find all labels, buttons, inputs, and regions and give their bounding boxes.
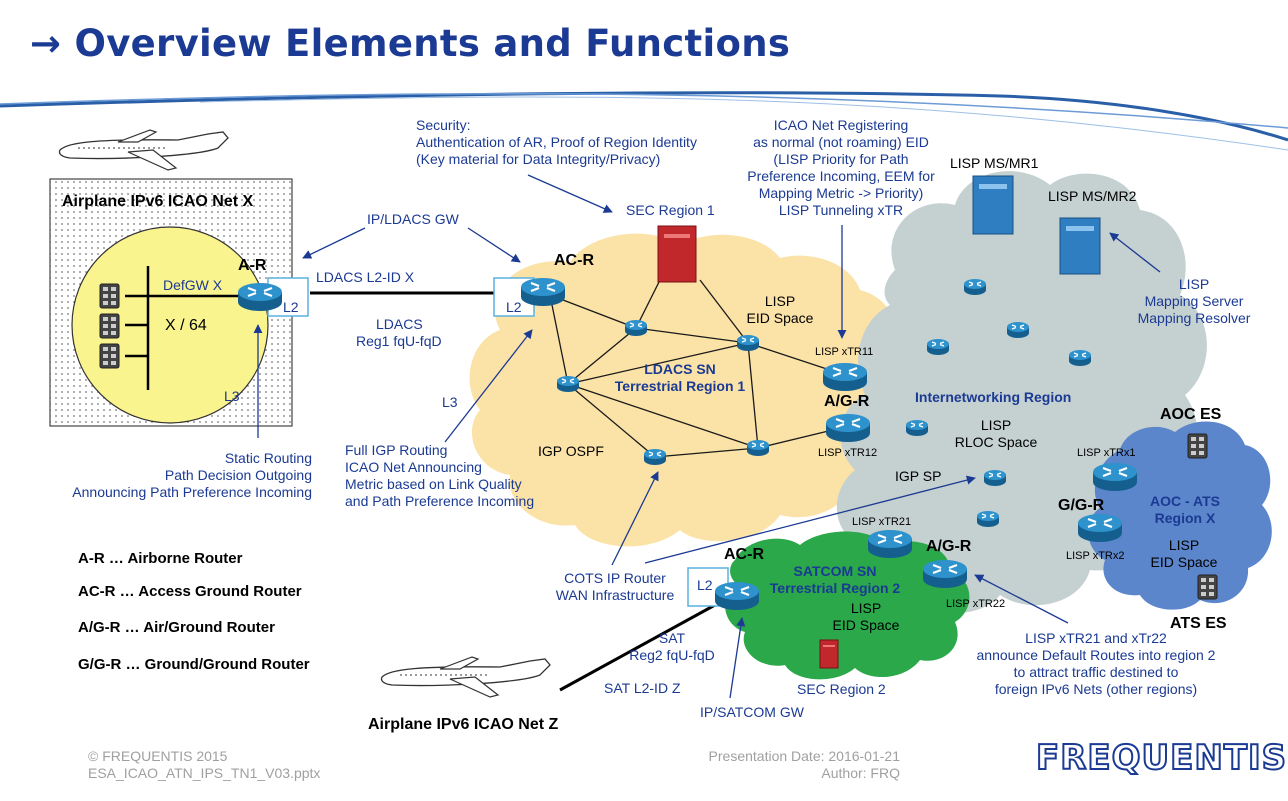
aoc-es-label: AOC ES [1160,406,1222,423]
ip-ldacs-gw-label: IP/LDACS GW [367,211,459,227]
router-xtr11-icon [821,361,869,393]
icao-registering-annotation: ICAO Net Registering as normal (not roam… [747,117,935,218]
static-routing-annotation: Static Routing Path Decision Outgoing An… [72,450,312,500]
lisp-msmr2-label: LISP MS/MR2 [1048,188,1137,204]
lan-lines [125,266,240,390]
small-router-icon [976,510,1000,528]
small-router-icon [624,319,648,337]
router-xtr12-icon [824,412,872,444]
router-xtrx2-icon [1076,512,1124,544]
ldacs-label: LDACS [376,316,423,332]
satcom-region-cloud [725,531,970,680]
xtrx1-label: LISP xTRx1 [1077,447,1136,459]
acr-top-label: AC-R [554,252,594,269]
l2-acr-label: L2 [506,299,522,315]
small-router-icon [1006,321,1030,339]
acr-bottom-label: AC-R [724,546,764,563]
airplane-lan-circle [71,226,269,424]
rloc-label: LISP RLOC Space [954,417,1038,450]
annotation-arrows [253,174,1161,699]
page-title: → Overview Elements and Functions [30,22,791,65]
small-router-icon [736,334,760,352]
ldacs-sn-label: LDACS SN Terrestrial Region 1 [614,361,746,394]
agr-top-label: A/G-R [824,393,870,410]
lisp-msmr1-server-icon [972,175,1014,235]
aoc-host-icon [1187,433,1208,459]
host-icon [99,343,120,369]
security-annotation: Security: Authentication of AR, Proof of… [416,117,697,167]
ats-es-label: ATS ES [1170,615,1227,632]
ldacs-l2id-label: LDACS L2-ID X [316,269,415,285]
small-router-icon [926,338,950,356]
router-acr-sat-icon [713,580,761,612]
lisp-xtr21-22-annotation: LISP xTR21 and xTr22 announce Default Ro… [976,630,1216,697]
ar-label: A-R [238,257,267,274]
agr-bottom-label: A/G-R [926,538,972,555]
lisp-msmr1-label: LISP MS/MR1 [950,155,1039,171]
x64-label: X / 64 [165,317,207,334]
sec-region2-label: SEC Region 2 [797,681,886,697]
lisp-eidx-label: LISP EID Space [1150,537,1218,570]
full-igp-annotation: Full IGP Routing ICAO Net Announcing Met… [345,442,535,509]
aoc-ats-region-label: AOC - ATS Region X [1150,493,1220,526]
host-icon [99,313,120,339]
lisp-msmr2-server-icon [1059,217,1101,275]
small-router-icon [905,419,929,437]
ggr-label: G/G-R [1058,497,1105,514]
small-router-icon [556,375,580,393]
l3-left-label: L3 [224,388,240,404]
cots-label: COTS IP Router WAN Infrastructure [555,570,675,603]
ats-host-icon [1197,574,1218,600]
small-router-icon [963,278,987,296]
sat-label: SAT Reg2 fqU-fqD [629,630,715,663]
small-router-icon [643,448,667,466]
host-icon [99,283,120,309]
footer-center: Presentation Date: 2016-01-21 Author: FR… [708,748,900,781]
lisp-eid2-label: LISP EID Space [832,600,900,633]
lisp-eid1-label: LISP EID Space [746,293,814,326]
header-swoosh [0,91,1288,142]
lisp-mapping-annotation: LISP Mapping Server Mapping Resolver [1137,276,1251,326]
ip-satcom-gw-label: IP/SATCOM GW [700,704,804,720]
router-ar-icon [236,281,284,313]
footer-left: © FREQUENTIS 2015 ESA_ICAO_ATN_IPS_TN1_V… [88,748,321,781]
xtrx2-label: LISP xTRx2 [1066,550,1125,562]
legend-item: A-R … Airborne Router [78,550,243,567]
l2-left-label: L2 [283,299,299,315]
airplane-net-z-label: Airplane IPv6 ICAO Net Z [368,716,559,733]
frequentis-logo: FREQUENTIS [1035,737,1288,779]
internetworking-label: Internetworking Region [915,389,1072,405]
xtr21-label: LISP xTR21 [852,516,912,528]
airplane-net-x-label: Airplane IPv6 ICAO Net X [62,193,254,210]
igp-ospf-label: IGP OSPF [538,443,604,459]
satcom-sn-label: SATCOM SN Terrestrial Region 2 [769,563,901,596]
sat-l2id-label: SAT L2-ID Z [604,680,681,696]
legend-item: G/G-R … Ground/Ground Router [78,656,310,673]
airplane-z-icon [380,656,551,698]
l3-mid-label: L3 [442,394,458,410]
router-xtrx1-icon [1091,461,1139,493]
xtr22-label: LISP xTR22 [946,598,1006,610]
igp-sp-label: IGP SP [895,468,942,484]
reg1-label: Reg1 fqU-fqD [356,333,442,349]
router-acr-icon [519,276,567,308]
legend-item: AC-R … Access Ground Router [78,583,302,600]
small-router-icon [1068,349,1092,367]
sec-region1-label: SEC Region 1 [626,202,715,218]
l2-sat-label: L2 [697,577,713,593]
defgw-label: DefGW X [163,277,223,293]
small-router-icon [983,469,1007,487]
airplane-x-icon [58,129,229,171]
satcom-link [559,603,716,692]
ldacs-region-cloud [469,233,900,547]
router-xtr21-icon [866,528,914,560]
sec-server-region2-icon [819,639,839,669]
small-router-icon [746,439,770,457]
xtr12-label: LISP xTR12 [818,447,878,459]
legend-item: A/G-R … Air/Ground Router [78,619,275,636]
router-xtr22-icon [921,558,969,590]
xtr11-label: LISP xTR11 [815,346,874,358]
sec-server-region1-icon [657,225,697,283]
